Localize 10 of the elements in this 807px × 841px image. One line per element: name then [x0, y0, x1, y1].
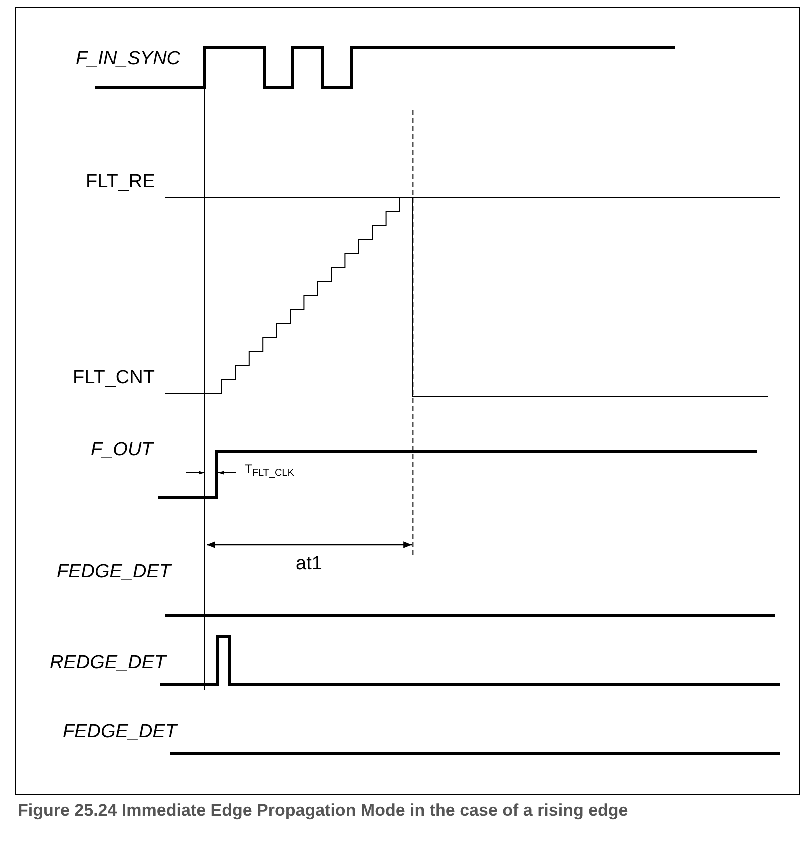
signal-name: F_OUT [91, 440, 154, 462]
signal-name: FLT_RE [86, 172, 156, 194]
signal-name: FEDGE_DET [63, 722, 178, 744]
signal-name: REDGE_DET [50, 654, 166, 674]
timing-label: T$_{FLT_CLK}$ [245, 462, 294, 480]
figure-caption: Figure 25.24 Immediate Edge Propagation Mode in the case of a rising edge [18, 801, 628, 821]
dimension-label: at1 [296, 554, 322, 576]
signal-name: FEDGE_DET [57, 562, 172, 584]
signal-name: FLT_CNT [73, 368, 155, 390]
signal-name: F_IN_SYNC [76, 50, 181, 70]
